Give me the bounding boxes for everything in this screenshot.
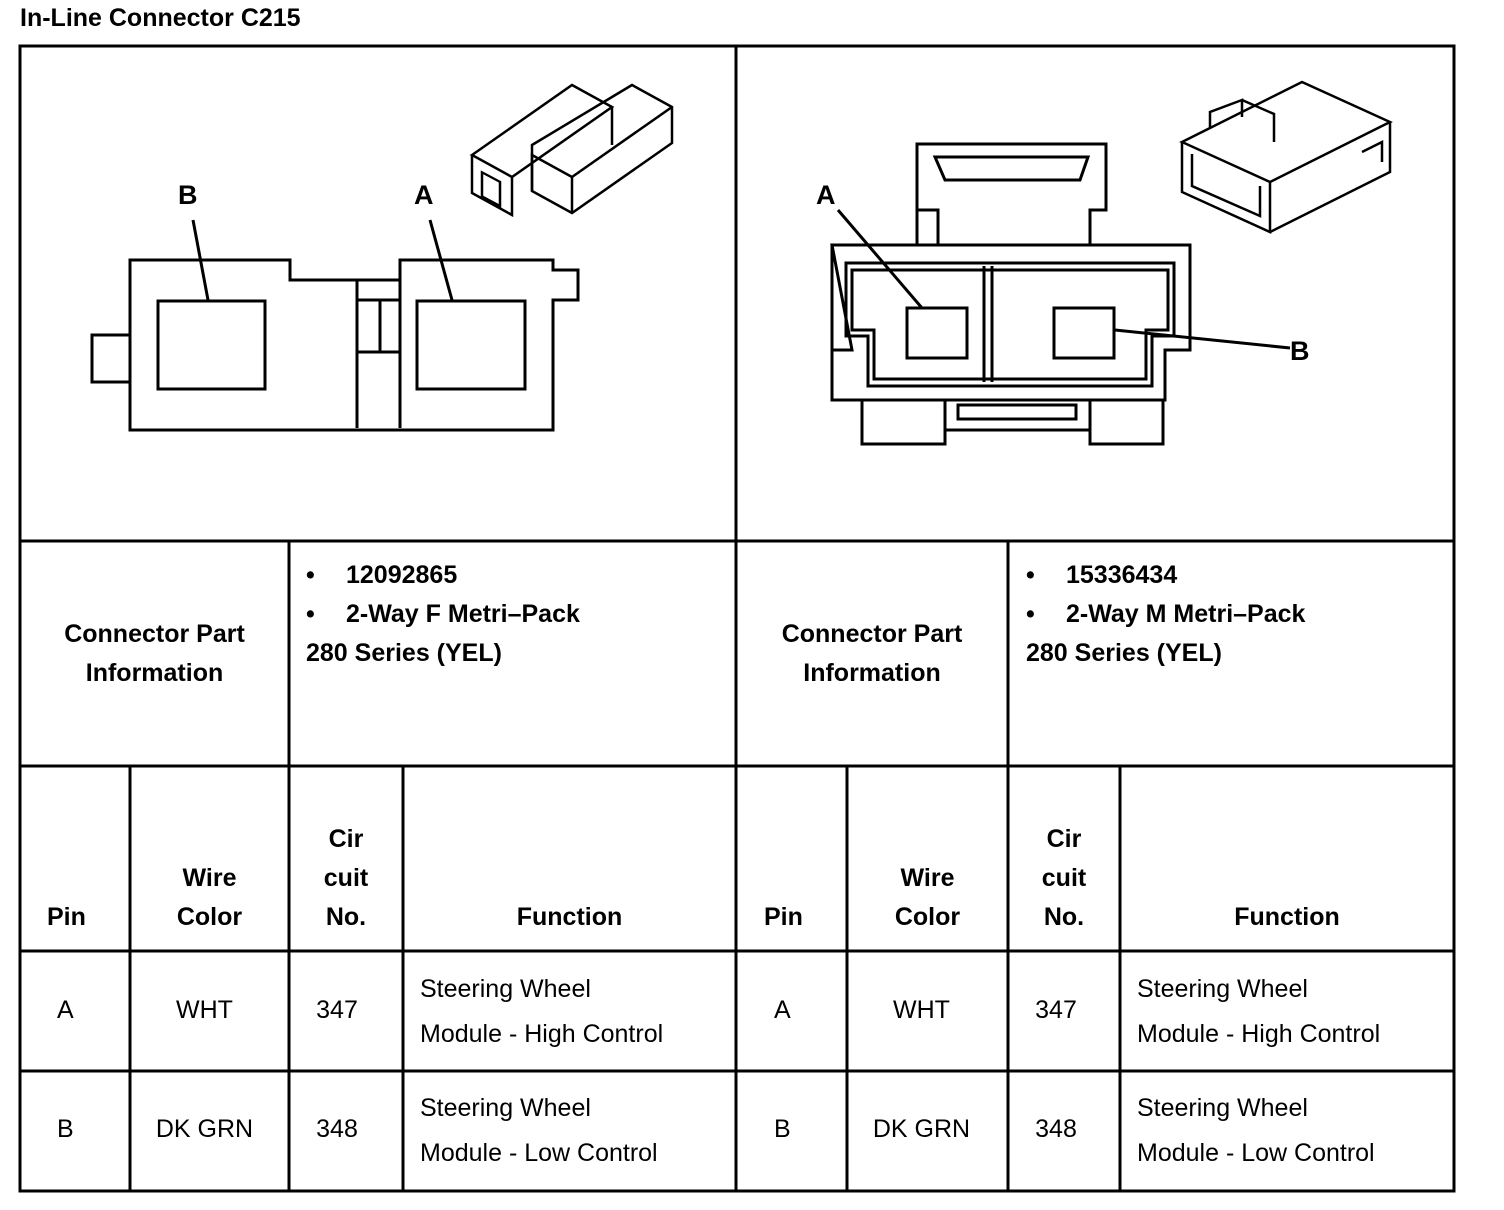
cell-pin: B (57, 1115, 74, 1143)
cell-circuit-no: 348 (316, 1115, 358, 1143)
diagram-pin-label-a: A (414, 180, 434, 210)
part-info-label: Connector Part Information (64, 620, 245, 687)
bullet-icon: • (1026, 600, 1035, 628)
part-description: •2-Way F Metri–Pack (306, 595, 580, 634)
header-pin: Pin (47, 903, 86, 931)
header-wire-color: Wire Color (894, 864, 961, 931)
part-series: 280 Series (YEL) (306, 639, 502, 667)
cell-wire-color: WHT (176, 996, 233, 1024)
cell-pin: A (57, 996, 74, 1024)
cell-pin: B (774, 1115, 791, 1143)
page-title: In-Line Connector C215 (20, 4, 301, 32)
cell-function: Steering Wheel Module - High Control (1137, 975, 1381, 1048)
diagram-pin-label-b: B (1290, 336, 1310, 366)
bullet-icon: • (1026, 561, 1035, 589)
header-wire-color: Wire Color (176, 864, 243, 931)
cell-circuit-no: 347 (1035, 996, 1077, 1024)
cell-wire-color: WHT (893, 996, 950, 1024)
cell-circuit-no: 348 (1035, 1115, 1077, 1143)
diagram-pin-label-a: A (816, 180, 836, 210)
cell-circuit-no: 347 (316, 996, 358, 1024)
cell-function: Steering Wheel Module - Low Control (1137, 1094, 1375, 1167)
header-function: Function (516, 903, 623, 931)
cell-wire-color: DK GRN (155, 1115, 254, 1143)
female-connector-face-diagram (90, 83, 674, 432)
bullet-icon: • (306, 600, 315, 628)
part-number: •15336434 (1026, 556, 1177, 595)
cell-function: Steering Wheel Module - Low Control (420, 1094, 658, 1167)
part-info-label: Connector Part Information (781, 620, 963, 687)
part-description: •2-Way M Metri–Pack (1026, 595, 1305, 634)
cell-function: Steering Wheel Module - High Control (420, 975, 664, 1048)
cell-pin: A (774, 996, 791, 1024)
part-series: 280 Series (YEL) (1026, 639, 1222, 667)
part-number: •12092865 (306, 556, 457, 595)
male-connector-face-diagram (830, 80, 1393, 446)
header-pin: Pin (764, 903, 803, 931)
bullet-icon: • (306, 561, 315, 589)
header-function: Function (1234, 903, 1340, 931)
diagram-pin-label-b: B (178, 180, 198, 210)
cell-wire-color: DK GRN (872, 1115, 971, 1143)
header-circuit-no: Cir cuit No. (323, 825, 369, 931)
header-circuit-no: Cir cuit No. (1041, 825, 1087, 931)
